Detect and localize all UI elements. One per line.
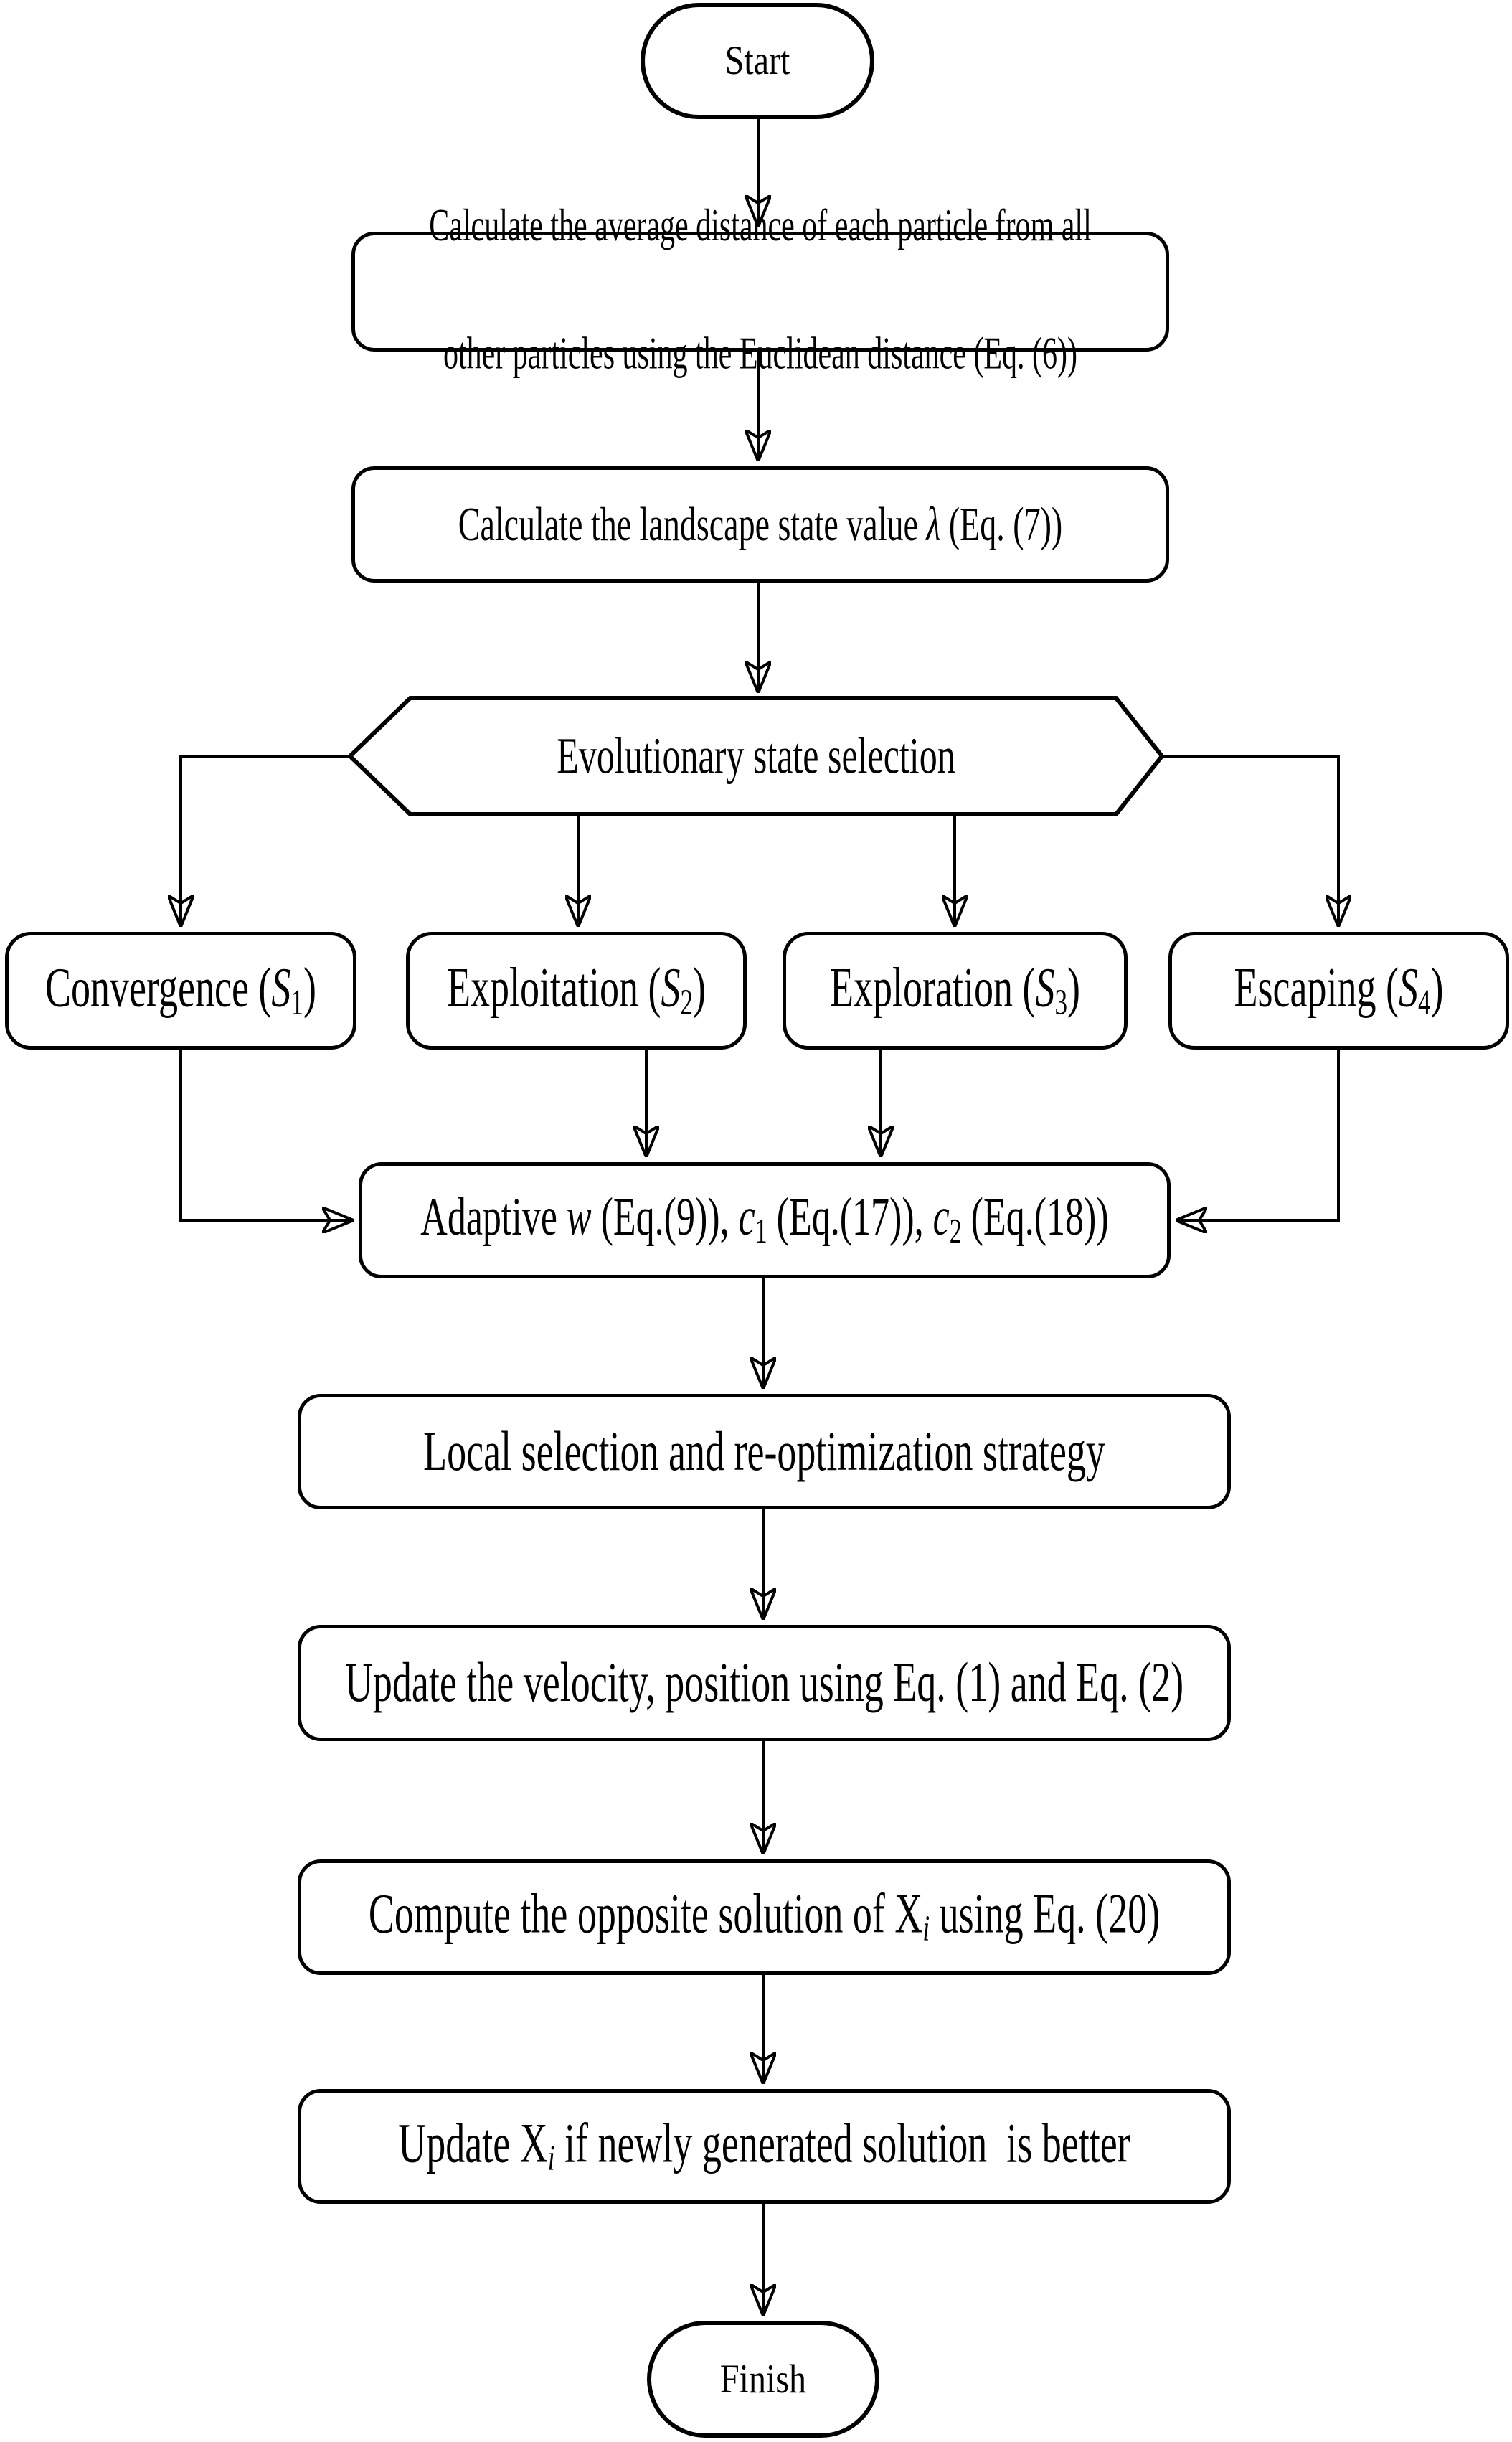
node-compute-opposite-label: Compute the opposite solution of Xi usin… xyxy=(368,1882,1161,1950)
node-local-selection: Local selection and re-optimization stra… xyxy=(298,1394,1231,1509)
node-convergence: Convergence (S1) xyxy=(5,932,356,1050)
node-update-velocity-label: Update the velocity, position using Eq. … xyxy=(344,1651,1184,1714)
node-compute-opposite: Compute the opposite solution of Xi usin… xyxy=(298,1859,1231,1975)
node-escaping-label: Escaping (S4) xyxy=(1234,956,1444,1023)
connector-convergence-to-adaptive xyxy=(179,1050,352,1220)
node-adaptive-label: Adaptive w (Eq.(9)), c1 (Eq.(17)), c2 (E… xyxy=(420,1187,1109,1251)
node-finish-label: Finish xyxy=(719,2356,807,2402)
node-escaping: Escaping (S4) xyxy=(1168,932,1509,1050)
node-exploitation-label: Exploitation (S2) xyxy=(447,956,706,1023)
node-calc-distance: Calculate the average distance of each p… xyxy=(351,204,1169,377)
node-exploration: Exploration (S3) xyxy=(783,932,1128,1050)
node-adaptive: Adaptive w (Eq.(9)), c1 (Eq.(17)), c2 (E… xyxy=(359,1162,1171,1278)
connector-state-selection-to-convergence xyxy=(181,755,350,925)
node-exploration-label: Exploration (S3) xyxy=(830,956,1080,1023)
node-calc-lambda: Calculate the landscape state value λ (E… xyxy=(351,466,1169,583)
node-exploitation: Exploitation (S2) xyxy=(406,932,747,1050)
node-state-selection: Evolutionary state selection xyxy=(350,698,1162,814)
node-update-xi-label: Update Xi if newly generated solution is… xyxy=(398,2112,1130,2179)
node-start-label: Start xyxy=(724,37,790,84)
node-finish: Finish xyxy=(647,2321,879,2438)
node-local-selection-label: Local selection and re-optimization stra… xyxy=(423,1420,1105,1483)
node-update-velocity: Update the velocity, position using Eq. … xyxy=(298,1625,1231,1741)
node-convergence-label: Convergence (S1) xyxy=(45,956,316,1023)
node-calc-distance-label: Calculate the average distance of each p… xyxy=(429,201,1092,380)
node-calc-lambda-label: Calculate the landscape state value λ (E… xyxy=(458,497,1063,551)
node-state-selection-label: Evolutionary state selection xyxy=(557,726,955,785)
node-start: Start xyxy=(641,3,874,119)
node-update-xi: Update Xi if newly generated solution is… xyxy=(298,2089,1231,2204)
connector-escaping-to-adaptive xyxy=(1177,1050,1340,1220)
connector-state-selection-to-escaping xyxy=(1162,755,1338,925)
